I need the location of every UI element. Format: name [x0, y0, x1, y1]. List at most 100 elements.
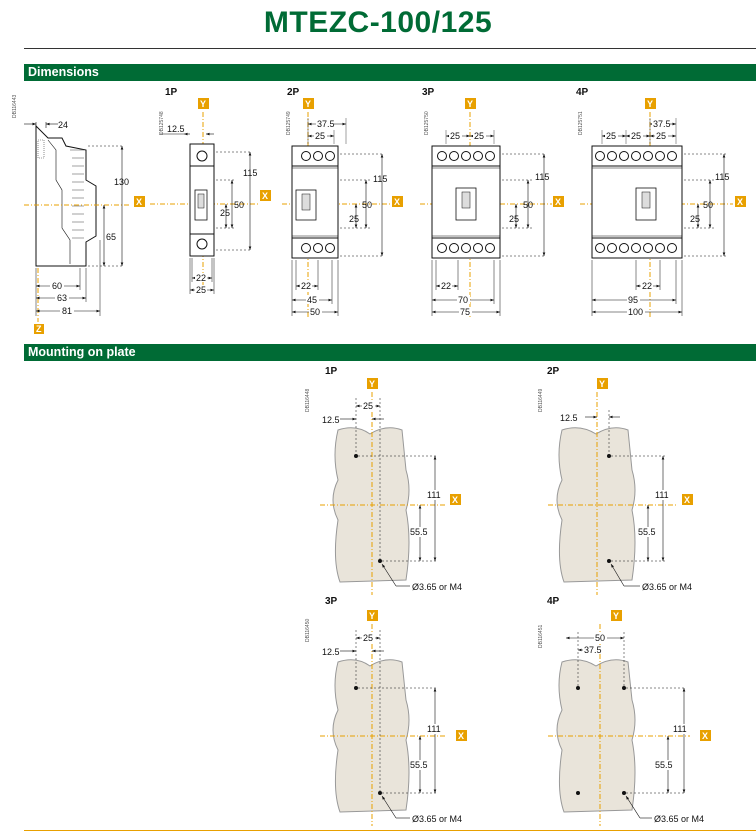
front-3p-dim-25a: 25	[450, 131, 460, 141]
mounting-header: Mounting on plate	[24, 344, 756, 361]
mount-1p-hole: Ø3.65 or M4	[412, 582, 462, 592]
mount-1p-code: DB116448	[305, 389, 311, 412]
mounting-heading: Mounting on plate	[28, 345, 136, 359]
front-2p-dim-22: 22	[301, 281, 311, 291]
mount-3p-dim-111: 111	[427, 724, 441, 734]
front-4p-dim-22: 22	[642, 281, 652, 291]
front-1p-x-label: X	[262, 191, 268, 201]
mount-3p-x-label: X	[458, 731, 464, 741]
mount-4p-dim-111: 111	[673, 724, 687, 734]
front-3p: 3P DB125750 Y X 25 25 115 5	[420, 87, 564, 318]
mount-2p-x-label: X	[684, 495, 690, 505]
mount-4p-label: 4P	[547, 596, 560, 607]
front-4p-x-label: X	[737, 197, 743, 207]
front-2p-dim-115: 115	[373, 174, 387, 184]
front-3p-dim-22: 22	[441, 281, 451, 291]
front-2p-code: DB125749	[286, 111, 292, 135]
side-dim-63-text: 63	[57, 293, 67, 303]
side-dim-24-text: 24	[58, 120, 68, 130]
mount-3p-dim-125: 12.5	[322, 647, 340, 657]
mount-4p-dim-555: 55.5	[655, 760, 673, 770]
front-1p-dim-50: 50	[234, 200, 244, 210]
front-3p-dim-25b: 25	[474, 131, 484, 141]
side-dim-65-text: 65	[106, 232, 116, 242]
side-dim-60-text: 60	[52, 281, 62, 291]
front-2p: 2P DB125749 Y X 37.5 25 115 50	[282, 87, 403, 318]
front-4p-code: DB125751	[578, 111, 584, 135]
mount-2p-dim-125: 12.5	[560, 413, 578, 423]
mount-4p-x-label: X	[702, 731, 708, 741]
mount-4p-dim-375: 37.5	[584, 645, 602, 655]
mount-3p-label: 3P	[325, 596, 338, 607]
mount-3p-dim-25: 25	[363, 633, 373, 643]
front-4p-label: 4P	[576, 87, 589, 98]
front-1p-label: 1P	[165, 87, 178, 98]
front-2p-dim-25v: 25	[349, 214, 359, 224]
bottom-rule	[24, 830, 756, 831]
mount-1p-label: 1P	[325, 366, 338, 377]
front-1p: 1P DB125748 Y X 12.5 115 50 25 22	[150, 87, 271, 295]
mount-3p-hole: Ø3.65 or M4	[412, 814, 462, 824]
mount-1p-dim-25: 25	[363, 401, 373, 411]
front-3p-y-label: Y	[467, 99, 473, 109]
title-rule	[24, 48, 756, 49]
mount-2p-hole: Ø3.65 or M4	[642, 582, 692, 592]
front-3p-label: 3P	[422, 87, 435, 98]
mount-2p-y-label: Y	[599, 379, 605, 389]
front-4p-dim-25b: 25	[631, 131, 641, 141]
mount-2p-dim-555: 55.5	[638, 527, 656, 537]
z-axis-label: Z	[36, 324, 42, 334]
mount-1p: 1P DB116448 Y X 25 12.5 111 55.5 Ø3.65 o…	[305, 366, 462, 595]
dimensions-heading: Dimensions	[28, 65, 99, 79]
front-1p-code: DB125748	[159, 111, 165, 135]
front-2p-dim-375: 37.5	[317, 119, 335, 129]
mount-1p-dim-125: 12.5	[322, 415, 340, 425]
front-3p-dim-115: 115	[535, 172, 549, 182]
side-contour	[47, 139, 71, 264]
side-view: DB116443 Z X 24 130 65 60 63 81	[12, 95, 145, 334]
front-2p-dim-50w: 50	[310, 307, 320, 317]
front-4p-y-label: Y	[647, 99, 653, 109]
mount-4p-code: DB116451	[538, 625, 544, 648]
mount-3p-dim-555: 55.5	[410, 760, 428, 770]
dimensions-header: Dimensions	[24, 64, 756, 81]
page-title: MTEZC-100/125	[263, 6, 493, 39]
side-x-badge	[134, 196, 145, 207]
mount-4p-y-label: Y	[613, 611, 619, 621]
front-4p-dim-25a: 25	[606, 131, 616, 141]
mount-3p-y-label: Y	[369, 611, 375, 621]
mount-2p-dim-111: 111	[655, 490, 669, 500]
mount-4p-hole: Ø3.65 or M4	[654, 814, 704, 824]
mount-4p: 4P DB116451 Y X 50 37.5 111 55.5 Ø3.65 o…	[538, 596, 711, 826]
side-dim-81-text: 81	[62, 306, 72, 316]
front-2p-y-label: Y	[305, 99, 311, 109]
front-4p-dim-95: 95	[628, 295, 638, 305]
front-4p-dim-50: 50	[703, 200, 713, 210]
front-1p-dim-115: 115	[243, 168, 257, 178]
front-4p-dim-375: 37.5	[653, 119, 671, 129]
mount-1p-dim-111: 111	[427, 490, 441, 500]
front-1p-dim-25: 25	[220, 208, 230, 218]
front-2p-x-label: X	[394, 197, 400, 207]
side-detail	[37, 139, 45, 159]
front-1p-dim-22: 22	[196, 273, 206, 283]
front-4p-dim-115: 115	[715, 172, 729, 182]
side-ribs	[70, 149, 84, 239]
front-4p-dim-25c: 25	[656, 131, 666, 141]
mount-4p-dim-50: 50	[595, 633, 605, 643]
mount-2p-label: 2P	[547, 366, 560, 377]
front-3p-dim-70: 70	[458, 295, 468, 305]
front-3p-dim-50: 50	[523, 200, 533, 210]
front-2p-dim-45: 45	[307, 295, 317, 305]
front-3p-dim-25v: 25	[509, 214, 519, 224]
mount-3p-code: DB116450	[305, 619, 311, 642]
side-code: DB116443	[12, 95, 18, 118]
front-4p-dim-100: 100	[628, 307, 643, 317]
side-dim-130-text: 130	[114, 177, 129, 187]
front-2p-dim-25: 25	[315, 131, 325, 141]
front-2p-label: 2P	[287, 87, 300, 98]
mount-1p-y-label: Y	[369, 379, 375, 389]
front-1p-dim-125: 12.5	[167, 124, 185, 134]
mount-1p-x-label: X	[452, 495, 458, 505]
